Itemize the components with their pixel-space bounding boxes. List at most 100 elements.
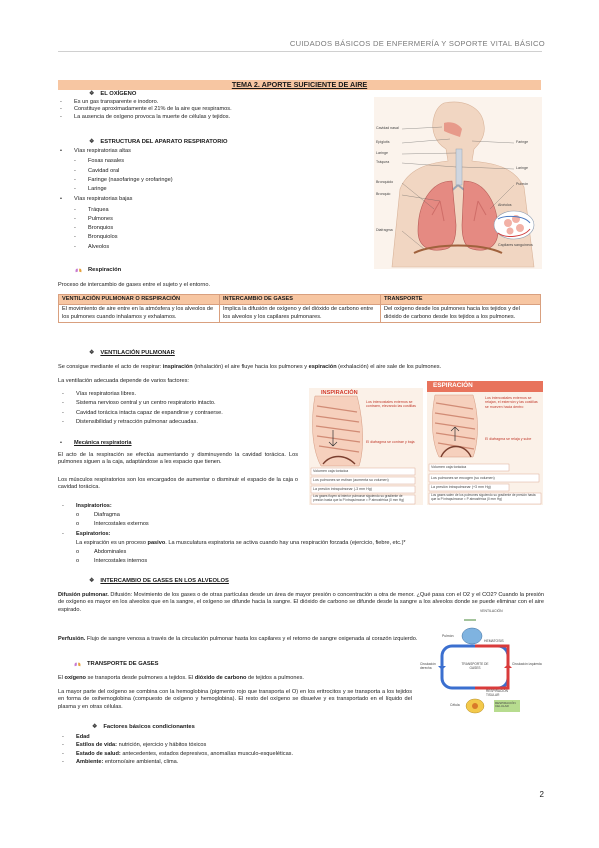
anatomy-label: Bronquio bbox=[376, 192, 391, 196]
cycle-label: RESPIRACIÓN TISULAR bbox=[486, 689, 508, 697]
estructura-list: •Vías respiratorias altas -Fosas nasales… bbox=[60, 148, 173, 250]
anatomy-label: Tráquea bbox=[376, 160, 390, 164]
anatomy-label: Epiglotis bbox=[376, 140, 390, 144]
esp-description: La espiración es un proceso pasivo. La m… bbox=[76, 540, 406, 547]
difusion-paragraph: Difusión pulmonar. Difusión: Movimiento … bbox=[58, 592, 544, 613]
diamond-bullet-icon: ❖ bbox=[89, 578, 95, 584]
anatomy-label: Alvéolos bbox=[498, 203, 512, 207]
cycle-label: Circulación izquierda bbox=[512, 662, 542, 666]
table-header: VENTILACIÓN PULMONAR O RESPIRACIÓN bbox=[58, 293, 220, 306]
table-header: TRANSPORTE bbox=[380, 293, 541, 306]
table-cell: Implica la difusión de oxígeno y del dió… bbox=[219, 304, 381, 323]
diamond-bullet-icon: ❖ bbox=[89, 350, 95, 356]
mecanica-p2: Los músculos respiratorios son los encar… bbox=[58, 477, 298, 491]
table-header: INTERCAMBIO DE GASES bbox=[219, 293, 381, 306]
list-item: Intercostales internos bbox=[94, 557, 148, 564]
anatomy-label: Capilares sanguíneos bbox=[498, 243, 533, 247]
anatomy-label: Diafragma bbox=[376, 228, 393, 232]
factores-list: -Edad -Estilos de vida: nutrición, ejerc… bbox=[62, 734, 422, 766]
anatomy-label: Faringe bbox=[516, 140, 529, 144]
cycle-label: Célula bbox=[450, 703, 460, 707]
respiratory-anatomy-figure: Cavidad nasal Epiglotis Laringe Tráquea … bbox=[374, 97, 542, 269]
list-item: -La ausencia de oxígeno provoca la muert… bbox=[60, 113, 231, 120]
figure-title: ESPIRACIÓN bbox=[433, 382, 473, 389]
anatomy-label: Cavidad nasal bbox=[376, 126, 399, 130]
list-item: -Edad bbox=[62, 734, 90, 740]
figure-title: INSPIRACIÓN bbox=[321, 390, 358, 396]
anatomy-label: Laringe bbox=[516, 166, 528, 170]
list-item: -Vías respiratorias libres. bbox=[62, 391, 136, 397]
mecanica-p1: El acto de la respiración se efectúa aum… bbox=[58, 452, 298, 466]
section-heading: VENTILACIÓN PULMONAR bbox=[100, 350, 175, 356]
list-item: Faringe (nasofaringe y orofaringe) bbox=[88, 176, 173, 183]
mecanica-heading: •Mecánica respiratoria bbox=[60, 440, 132, 446]
expiration-figure: ESPIRACIÓN Los intercostales externos se… bbox=[427, 381, 543, 505]
figure-box-label: Los pulmones se encogen (su volumen) bbox=[431, 476, 495, 480]
cycle-label: Pulmón bbox=[442, 634, 454, 638]
figure-box-label: La presión intrapulmonar (-3 mm Hg) bbox=[313, 487, 372, 491]
bajas-label: Vías respiratorias bajas bbox=[74, 196, 133, 203]
section-oxigeno: ❖EL OXÍGENO bbox=[71, 91, 136, 99]
list-item: -Sistema nervioso central y un centro re… bbox=[62, 400, 216, 407]
list-item: Pulmones bbox=[88, 215, 113, 222]
factors-list: -Vías respiratorias libres. -Sistema ner… bbox=[62, 391, 302, 426]
figure-box-label: Los pulmones se estiran (aumenta su volu… bbox=[313, 478, 389, 482]
section-transporte: TRANSPORTE DE GASES bbox=[74, 660, 159, 669]
anatomy-label: Laringe bbox=[376, 151, 388, 155]
diamond-bullet-icon: ❖ bbox=[89, 139, 95, 145]
cycle-label: VENTILACIÓN bbox=[480, 609, 503, 613]
list-item: Laringe bbox=[88, 186, 107, 193]
list-item: -Es un gas transparente e inodoro. bbox=[60, 99, 159, 105]
perfusion-paragraph: Perfusión. Flujo de sangre venosa a trav… bbox=[58, 636, 418, 642]
page-number: 2 bbox=[539, 789, 544, 799]
diamond-bullet-icon: ❖ bbox=[92, 724, 98, 730]
altas-label: Vías respiratorias altas bbox=[74, 148, 131, 154]
figure-note: El diafragma se contrae y baja bbox=[366, 440, 415, 444]
list-item: Intercostales externos bbox=[94, 520, 149, 527]
section-heading: ESTRUCTURA DEL APARATO RESPIRATORIO bbox=[100, 139, 228, 145]
section-intercambio: ❖ INTERCAMBIO DE GASES EN LOS ALVEOLOS bbox=[89, 578, 229, 586]
cycle-label: Circulación derecha bbox=[420, 662, 436, 670]
list-item: Bronquiolos bbox=[88, 234, 118, 241]
ventilacion-intro: Se consigue mediante el acto de respirar… bbox=[58, 364, 442, 370]
figure-note: El diafragma se relaja y sube bbox=[485, 437, 532, 441]
transporte-p1: El oxígeno se transporta desde pulmones … bbox=[58, 675, 304, 681]
list-item: Bronquios bbox=[88, 225, 114, 232]
list-item: Fosas nasales bbox=[88, 158, 125, 165]
circulation-loop-illustration bbox=[438, 619, 520, 714]
figure-box-label: Los gases fluyen al interior pulmonar si… bbox=[313, 494, 405, 502]
list-item: Cavidad oral bbox=[88, 167, 120, 174]
esp-label: Espiratorios: bbox=[76, 530, 111, 537]
expiration-ribcage-illustration bbox=[427, 381, 543, 505]
lungs-icon bbox=[75, 266, 82, 273]
list-item: Diafragma bbox=[94, 512, 120, 519]
respiracion-table: VENTILACIÓN PULMONAR O RESPIRACIÓN INTER… bbox=[58, 293, 541, 323]
figure-box-label: Volumen caja torácica bbox=[431, 465, 467, 469]
list-item: -Estilos de vida: nutrición, ejercicio y… bbox=[62, 742, 207, 749]
cycle-label: TRANSPORTE DE GASES bbox=[461, 662, 489, 670]
list-item: -Distensibilidad y retracción pulmonar a… bbox=[62, 418, 198, 425]
anatomy-label: Pulmón bbox=[516, 182, 529, 186]
list-item: Abdominales bbox=[94, 549, 127, 556]
inspiration-figure: INSPIRACIÓN Los intercostales externos s… bbox=[309, 388, 423, 505]
figure-box-label: La presión intrapulmonar (+3 mm Hg) bbox=[431, 485, 491, 489]
diamond-bullet-icon: ❖ bbox=[89, 91, 95, 97]
section-respiracion: Respiración bbox=[75, 266, 121, 275]
section-ventilacion: ❖ VENTILACIÓN PULMONAR bbox=[89, 350, 175, 358]
figure-note: Los intercostales externos se contraen, … bbox=[366, 400, 416, 409]
table-cell: Del oxígeno desde los pulmones hacia los… bbox=[380, 304, 541, 323]
list-item: -Ambiente: entorno/aire ambiental, clima… bbox=[62, 758, 179, 765]
factors-intro: La ventilación adecuada depende de vario… bbox=[58, 378, 189, 384]
section-heading: INTERCAMBIO DE GASES EN LOS ALVEOLOS bbox=[100, 578, 229, 584]
figure-note: Los intercostales externos se relajan, e… bbox=[485, 396, 538, 409]
respiratory-system-illustration bbox=[374, 97, 542, 269]
insp-label: Inspiratorios: bbox=[76, 503, 112, 509]
list-item: -Cavidad torácica intacta capaz de expan… bbox=[62, 409, 223, 416]
table-cell: El movimiento de aire entre en la atmósf… bbox=[58, 304, 220, 323]
list-item: Tráquea bbox=[88, 206, 109, 213]
factores-heading: ❖Factores básicos condicionantes bbox=[92, 724, 195, 730]
cycle-label: HEMATOSIS bbox=[484, 639, 504, 643]
lungs-icon bbox=[74, 660, 81, 667]
list-item: -Constituye aproximadamente el 21% de la… bbox=[60, 106, 232, 113]
transporte-p2: La mayor parte del oxígeno se combina co… bbox=[58, 689, 412, 710]
